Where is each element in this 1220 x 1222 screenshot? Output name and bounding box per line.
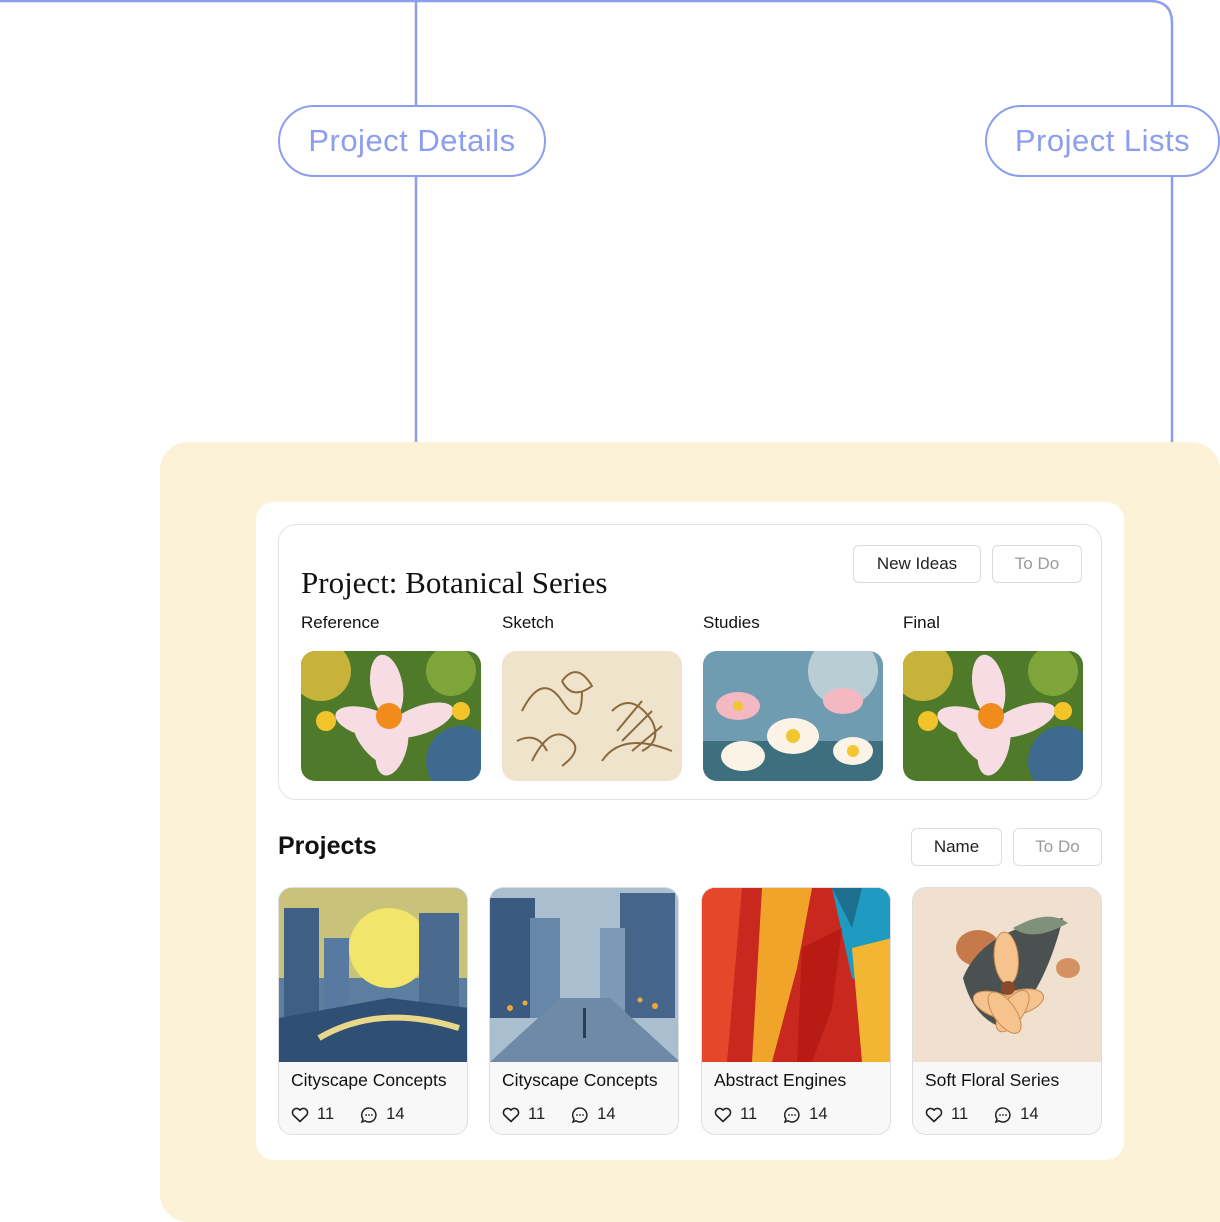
like-count[interactable]: 11 — [291, 1105, 334, 1124]
heart-icon — [925, 1107, 943, 1122]
sketch-image[interactable] — [502, 651, 682, 781]
comment-count-value: 14 — [1020, 1105, 1039, 1123]
like-count-value: 11 — [528, 1105, 546, 1123]
stage-label: Sketch — [502, 613, 554, 632]
project-title: Cityscape Concepts — [502, 1070, 658, 1090]
new-ideas-button[interactable]: New Ideas — [853, 545, 981, 583]
project-title: Abstract Engines — [714, 1070, 847, 1090]
callout-project-details: Project Details — [278, 105, 546, 177]
project-title: Project: Botanical Series — [301, 565, 608, 600]
like-count-value: 11 — [951, 1105, 969, 1123]
comment-count-value: 14 — [386, 1105, 405, 1123]
sort-name-button[interactable]: Name — [911, 828, 1002, 866]
project-stats: 11 14 — [291, 1105, 431, 1124]
reference-image[interactable] — [301, 651, 481, 781]
comment-bubble-icon — [360, 1106, 377, 1123]
stage-label: Final — [903, 613, 940, 632]
studies-image[interactable] — [703, 651, 883, 781]
callout-project-lists: Project Lists — [985, 105, 1220, 177]
comment-count-value: 14 — [809, 1105, 828, 1123]
heart-icon — [291, 1107, 309, 1122]
project-title: Cityscape Concepts — [291, 1070, 447, 1090]
like-count[interactable]: 11 — [502, 1105, 545, 1124]
comment-count[interactable]: 14 — [360, 1105, 405, 1124]
callout-label: Project Details — [308, 123, 516, 158]
projects-heading: Projects — [278, 832, 377, 860]
comment-bubble-icon — [571, 1106, 588, 1123]
project-stats: 11 14 — [925, 1105, 1065, 1124]
like-count[interactable]: 11 — [925, 1105, 968, 1124]
comment-bubble-icon — [783, 1106, 800, 1123]
like-count[interactable]: 11 — [714, 1105, 757, 1124]
stage-label: Studies — [703, 613, 760, 632]
project-thumbnail[interactable] — [279, 888, 467, 1062]
project-stats: 11 14 — [714, 1105, 854, 1124]
stage-sketch[interactable]: Sketch — [502, 613, 682, 781]
comment-count-value: 14 — [597, 1105, 616, 1123]
project-card[interactable]: Soft Floral Series 11 14 — [912, 887, 1102, 1135]
comment-count[interactable]: 14 — [783, 1105, 828, 1124]
comment-count[interactable]: 14 — [994, 1105, 1039, 1124]
app-window: Project: Botanical Series New Ideas To D… — [256, 502, 1124, 1160]
todo-button[interactable]: To Do — [992, 545, 1082, 583]
heart-icon — [714, 1107, 732, 1122]
filter-todo-button[interactable]: To Do — [1013, 828, 1102, 866]
stage-studies[interactable]: Studies — [703, 613, 883, 781]
stage-final[interactable]: Final — [903, 613, 1083, 781]
project-thumbnail[interactable] — [702, 888, 890, 1062]
project-stats: 11 14 — [502, 1105, 642, 1124]
project-card[interactable]: Abstract Engines 11 14 — [701, 887, 891, 1135]
project-thumbnail[interactable] — [490, 888, 678, 1062]
stage-reference[interactable]: Reference — [301, 613, 481, 781]
callout-label: Project Lists — [1014, 123, 1191, 158]
comment-bubble-icon — [994, 1106, 1011, 1123]
project-card[interactable]: Cityscape Concepts 11 14 — [278, 887, 468, 1135]
project-detail-card: Project: Botanical Series New Ideas To D… — [278, 524, 1102, 800]
like-count-value: 11 — [740, 1105, 758, 1123]
comment-count[interactable]: 14 — [571, 1105, 616, 1124]
final-image[interactable] — [903, 651, 1083, 781]
stage-label: Reference — [301, 613, 380, 632]
project-card[interactable]: Cityscape Concepts 11 14 — [489, 887, 679, 1135]
project-title: Soft Floral Series — [925, 1070, 1060, 1090]
heart-icon — [502, 1107, 520, 1122]
project-thumbnail[interactable] — [913, 888, 1101, 1062]
like-count-value: 11 — [317, 1105, 335, 1123]
